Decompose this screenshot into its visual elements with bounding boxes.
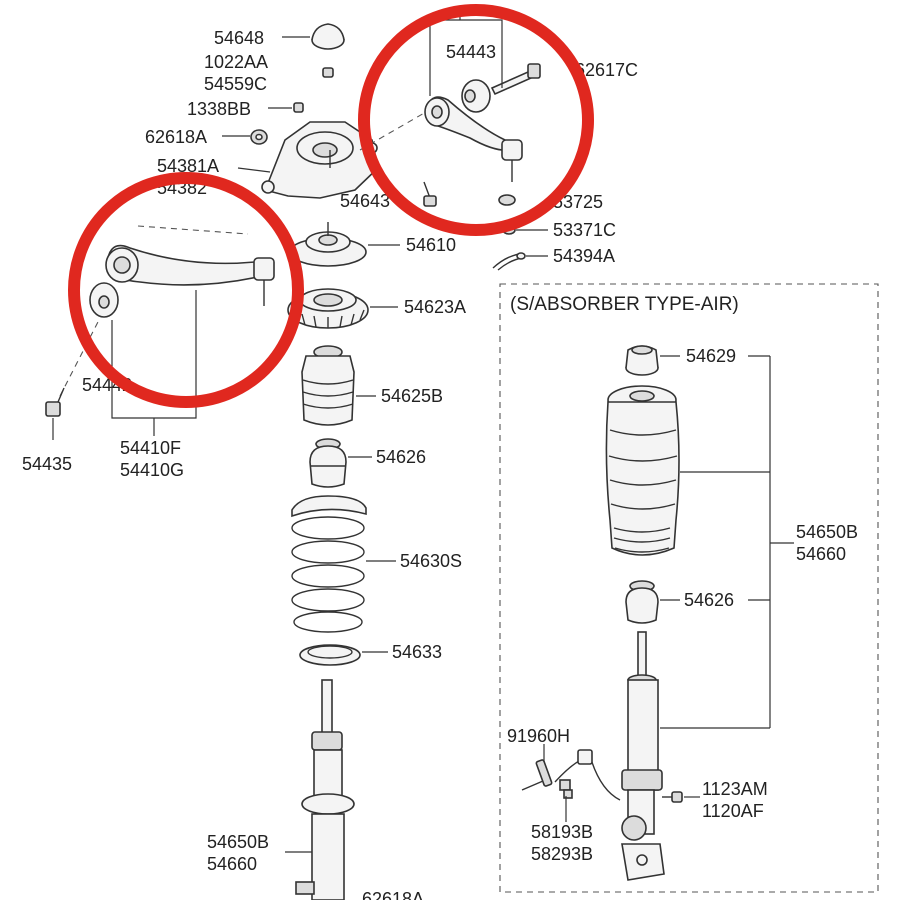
air-section-box <box>499 283 879 893</box>
label-54630S: 54630S <box>400 551 462 571</box>
label-62618A-bottom: 62618A <box>362 889 424 900</box>
part-54410F-upper-arm-left <box>105 244 275 306</box>
part-53725-washer <box>498 194 516 206</box>
label-54648: 54648 <box>214 28 264 48</box>
label-54626-left: 54626 <box>376 447 426 467</box>
highlight-circle-left-arm <box>68 172 304 408</box>
part-1123AM-bolt <box>662 791 683 803</box>
highlight-circle-right-arm <box>358 4 594 236</box>
air-section-title: (S/ABSORBER TYPE-AIR) <box>510 294 739 315</box>
part-54443-bushing <box>461 79 491 113</box>
bracket-54650B-right <box>660 356 794 729</box>
part-62617C-bolt <box>490 63 541 96</box>
label-54625B: 54625B <box>381 386 443 406</box>
dash-left-bolt <box>59 317 101 397</box>
label-91960H: 91960H <box>507 726 570 746</box>
label-54435: 54435 <box>22 454 72 474</box>
label-54443: 54443 <box>446 42 496 62</box>
label-1120AF: 1120AF <box>702 801 764 821</box>
label-54559C: 54559C <box>204 74 267 94</box>
label-58193B: 58193B <box>531 822 593 842</box>
part-54643-bolt <box>423 181 437 207</box>
part-54626-bump-stop-right <box>625 580 659 624</box>
part-54623A-insulator <box>287 288 369 329</box>
part-air-spring <box>605 385 680 556</box>
part-54650B-strut-left <box>295 679 355 900</box>
label-62618A: 62618A <box>145 127 207 147</box>
label-54643: 54643 <box>340 191 390 211</box>
leader-54443 <box>429 19 503 96</box>
part-54630S-coil-spring <box>291 495 367 633</box>
label-54381A: 54381A <box>157 156 219 176</box>
part-54629-cap <box>625 345 659 376</box>
label-54610: 54610 <box>406 235 456 255</box>
part-1022AA-nut <box>322 67 334 78</box>
label-53725: 53725 <box>553 192 603 212</box>
label-54626-right: 54626 <box>684 590 734 610</box>
label-54394A: 54394A <box>553 246 615 266</box>
leader-54381A <box>237 167 271 173</box>
part-62618A-washer <box>250 129 268 145</box>
label-54623A: 54623A <box>404 297 466 317</box>
part-54626-bump-stop-left <box>309 438 347 488</box>
dash-left-arm <box>137 225 249 235</box>
part-1338BB-nut <box>293 102 304 113</box>
part-54610-spring-seat <box>289 222 367 267</box>
part-54435-bolt <box>45 387 65 417</box>
label-54660-left: 54660 <box>207 854 257 874</box>
label-54650B-left: 54650B <box>207 832 269 852</box>
part-54625B-dust-boot <box>301 345 355 426</box>
part-54648-cap <box>311 23 345 50</box>
label-58293B: 58293B <box>531 844 593 864</box>
part-54442-bushing <box>89 282 119 318</box>
label-1338BB: 1338BB <box>187 99 251 119</box>
part-54633-lower-pad <box>299 644 361 666</box>
label-54410G: 54410G <box>120 460 184 480</box>
part-54394A-cotter-pin <box>492 252 526 271</box>
label-1123AM: 1123AM <box>702 779 768 799</box>
part-91960H-harness <box>521 749 621 801</box>
label-54633: 54633 <box>392 642 442 662</box>
part-air-shock-absorber <box>621 631 665 881</box>
label-54650B-right: 54650B <box>796 522 858 542</box>
label-62617C: 62617C <box>575 60 638 80</box>
label-54629: 54629 <box>686 346 736 366</box>
label-53371C: 53371C <box>553 220 616 240</box>
label-1022AA: 1022AA <box>204 52 268 72</box>
part-54443-upper-arm-right <box>424 96 523 182</box>
label-54660-right: 54660 <box>796 544 846 564</box>
label-54410F: 54410F <box>120 438 181 458</box>
